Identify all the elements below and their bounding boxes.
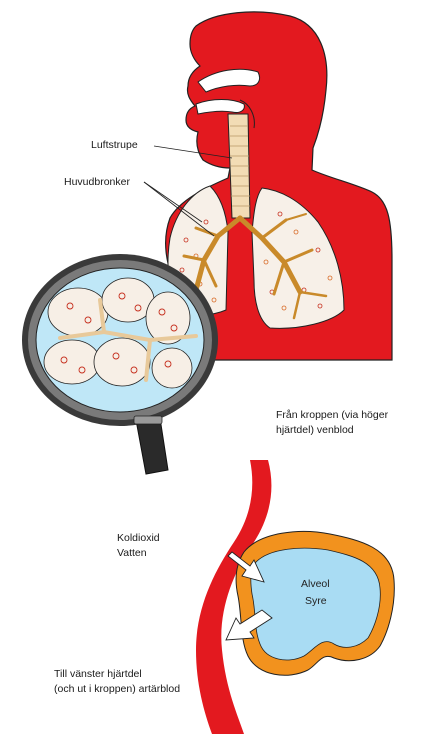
label-alveol: Alveol <box>301 577 330 591</box>
label-to-heart-line2: (och ut i kroppen) artärblod <box>54 682 180 696</box>
label-from-body-line1: Från kroppen (via höger <box>276 408 388 422</box>
label-from-body-line2: hjärtdel) venblod <box>276 423 354 437</box>
label-water: Vatten <box>117 546 147 560</box>
label-syre: Syre <box>305 594 327 608</box>
label-huvudbronker: Huvudbronker <box>64 175 130 189</box>
trachea <box>228 114 250 218</box>
label-luftstrupe: Luftstrupe <box>91 138 138 152</box>
label-to-heart-line1: Till vänster hjärtdel <box>54 667 142 681</box>
label-co2: Koldioxid <box>117 531 160 545</box>
magnifying-glass-icon <box>22 254 218 474</box>
